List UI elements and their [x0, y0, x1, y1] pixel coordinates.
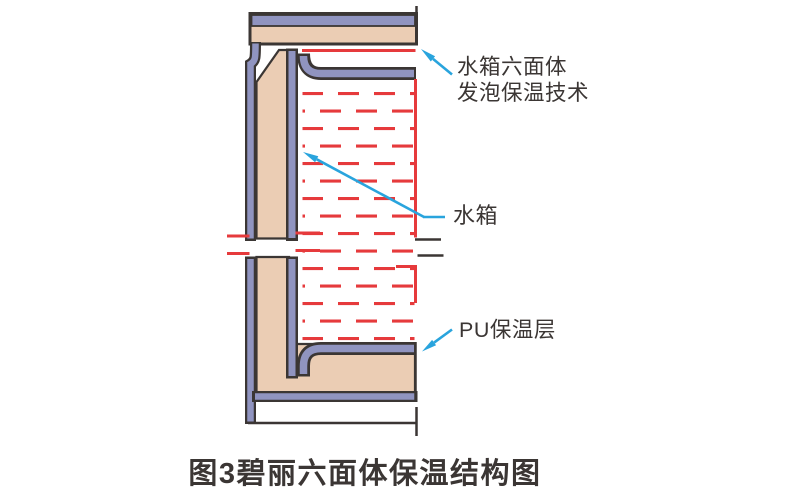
- top-panel-cladding: [250, 14, 416, 27]
- outer-cladding-left: [245, 41, 261, 424]
- tank-shell: [286, 48, 416, 379]
- leader-arrow-tank: [303, 152, 445, 219]
- callout-foam-tech: 水箱六面体 发泡保温技术: [457, 54, 589, 106]
- leader-arrowhead-icon: [421, 49, 436, 62]
- callout-foam-tech-line2: 发泡保温技术: [457, 81, 590, 105]
- figure-caption: 图3碧丽六面体保温结构图: [188, 458, 542, 490]
- leader-arrow-pu-layer: [422, 328, 453, 352]
- callout-foam-tech-line1: 水箱六面体: [457, 55, 568, 79]
- callout-tank: 水箱: [453, 203, 498, 229]
- leader-arrowhead-icon: [303, 152, 319, 163]
- leader-line: [432, 57, 453, 76]
- leader-line: [433, 328, 453, 344]
- outer-cladding-upper: [247, 43, 259, 239]
- water-fill-pattern: [302, 88, 415, 341]
- top-insulation-panel: [248, 12, 418, 46]
- water-marks: [227, 49, 417, 341]
- callout-pu-layer: PU保温层: [459, 317, 556, 343]
- callout-pu-layer-line1: PU保温层: [459, 318, 556, 342]
- tank-bottom-sheet: [299, 344, 414, 374]
- break-marks: [415, 238, 444, 257]
- leader-line: [316, 158, 425, 219]
- callout-tank-line1: 水箱: [453, 203, 499, 228]
- leader-arrowhead-icon: [422, 339, 437, 352]
- tank-top-sheet: [299, 55, 414, 78]
- foam-left-wall-upper: [255, 48, 291, 240]
- leader-arrow-foam-tech: [421, 49, 453, 76]
- tank-right-boundary-lower: [396, 265, 417, 303]
